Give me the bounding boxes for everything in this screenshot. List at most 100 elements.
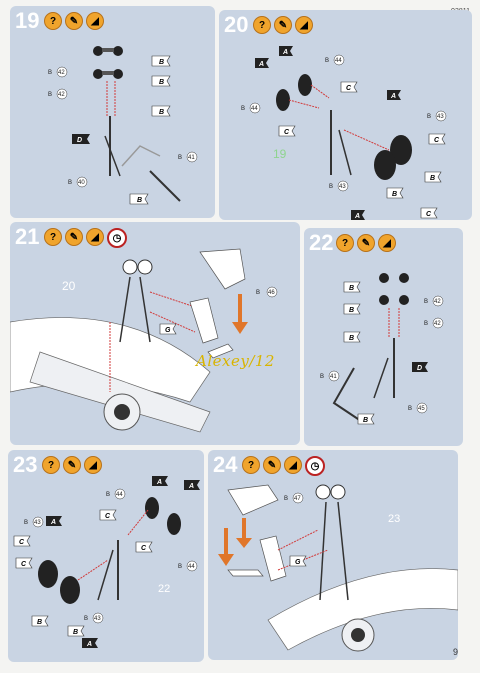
- svg-text:B: B: [349, 285, 354, 292]
- paintbrush-icon: ✎: [65, 12, 83, 30]
- svg-text:B: B: [430, 175, 435, 182]
- svg-text:B: B: [68, 180, 72, 186]
- svg-text:A: A: [86, 641, 92, 648]
- svg-text:23: 23: [388, 513, 400, 525]
- clock-icon: ◷: [305, 456, 325, 476]
- svg-text:D: D: [77, 137, 82, 144]
- question-icon: ?: [42, 456, 60, 474]
- svg-text:B: B: [325, 58, 329, 64]
- glue-icon: ◢: [295, 16, 313, 34]
- svg-text:C: C: [19, 539, 25, 546]
- svg-text:42: 42: [434, 299, 441, 305]
- svg-text:40: 40: [78, 180, 85, 186]
- svg-text:B: B: [320, 374, 324, 380]
- svg-text:43: 43: [34, 520, 41, 526]
- svg-text:B: B: [178, 155, 182, 161]
- svg-text:43: 43: [94, 616, 101, 622]
- svg-text:B: B: [24, 520, 28, 526]
- svg-text:42: 42: [58, 92, 65, 98]
- svg-text:43: 43: [437, 114, 444, 120]
- step-icons: ? ✎ ◢: [253, 16, 313, 34]
- svg-text:C: C: [346, 85, 352, 92]
- glue-icon: ◢: [86, 12, 104, 30]
- svg-text:B: B: [106, 492, 110, 498]
- question-icon: ?: [44, 228, 62, 246]
- svg-text:B: B: [137, 197, 142, 204]
- paintbrush-icon: ✎: [274, 16, 292, 34]
- svg-text:B: B: [392, 191, 397, 198]
- paintbrush-icon: ✎: [263, 456, 281, 474]
- svg-text:B: B: [159, 79, 164, 86]
- paintbrush-icon: ✎: [65, 228, 83, 246]
- step-icons: ? ✎ ◢: [42, 456, 102, 474]
- svg-text:B: B: [408, 406, 412, 412]
- svg-text:46: 46: [268, 290, 275, 296]
- svg-text:B: B: [349, 335, 354, 342]
- svg-text:19: 19: [273, 147, 287, 161]
- svg-text:B: B: [424, 321, 428, 327]
- svg-text:B: B: [84, 616, 88, 622]
- question-icon: ?: [253, 16, 271, 34]
- svg-text:B: B: [241, 106, 245, 112]
- svg-text:C: C: [426, 211, 432, 218]
- watermark: Alexey/12: [196, 352, 275, 370]
- step-icons: ? ✎ ◢ ◷: [44, 228, 127, 248]
- svg-text:44: 44: [335, 58, 342, 64]
- step-number: 21: [15, 224, 40, 249]
- question-icon: ?: [336, 234, 354, 252]
- svg-text:B: B: [284, 496, 288, 502]
- step-number: 22: [309, 230, 334, 255]
- svg-text:C: C: [105, 513, 111, 520]
- question-icon: ?: [44, 12, 62, 30]
- svg-text:A: A: [188, 483, 194, 490]
- svg-text:20: 20: [62, 279, 76, 293]
- svg-text:43: 43: [339, 184, 346, 190]
- paintbrush-icon: ✎: [357, 234, 375, 252]
- question-icon: ?: [242, 456, 260, 474]
- svg-text:44: 44: [188, 564, 195, 570]
- svg-text:G: G: [295, 559, 301, 566]
- svg-text:A: A: [258, 61, 264, 68]
- svg-text:B: B: [73, 629, 78, 636]
- svg-text:B: B: [37, 619, 42, 626]
- svg-text:C: C: [141, 545, 147, 552]
- flag-b: B: [151, 55, 171, 67]
- step-number: 19: [15, 8, 40, 33]
- svg-text:B: B: [349, 307, 354, 314]
- step-number: 20: [224, 12, 249, 37]
- svg-text:C: C: [434, 137, 440, 144]
- page-number: 9: [452, 647, 458, 657]
- step-icons: ? ✎ ◢: [44, 12, 104, 30]
- svg-text:A: A: [156, 479, 162, 486]
- svg-text:B: B: [159, 109, 164, 116]
- paintbrush-icon: ✎: [63, 456, 81, 474]
- step-icons: ? ✎ ◢: [336, 234, 396, 252]
- glue-icon: ◢: [284, 456, 302, 474]
- svg-text:42: 42: [58, 70, 65, 76]
- svg-text:B: B: [159, 59, 164, 66]
- svg-text:C: C: [284, 129, 290, 136]
- glue-icon: ◢: [84, 456, 102, 474]
- svg-text:B: B: [178, 564, 182, 570]
- svg-text:G: G: [165, 327, 171, 334]
- svg-text:B: B: [329, 184, 333, 190]
- svg-text:A: A: [282, 49, 288, 56]
- step-icons: ? ✎ ◢ ◷: [242, 456, 325, 476]
- step-number: 23: [13, 452, 38, 477]
- svg-text:42: 42: [434, 321, 441, 327]
- clock-icon: ◷: [107, 228, 127, 248]
- svg-text:44: 44: [116, 492, 123, 498]
- svg-text:A: A: [50, 519, 56, 526]
- svg-text:45: 45: [418, 406, 425, 412]
- svg-text:22: 22: [158, 583, 170, 595]
